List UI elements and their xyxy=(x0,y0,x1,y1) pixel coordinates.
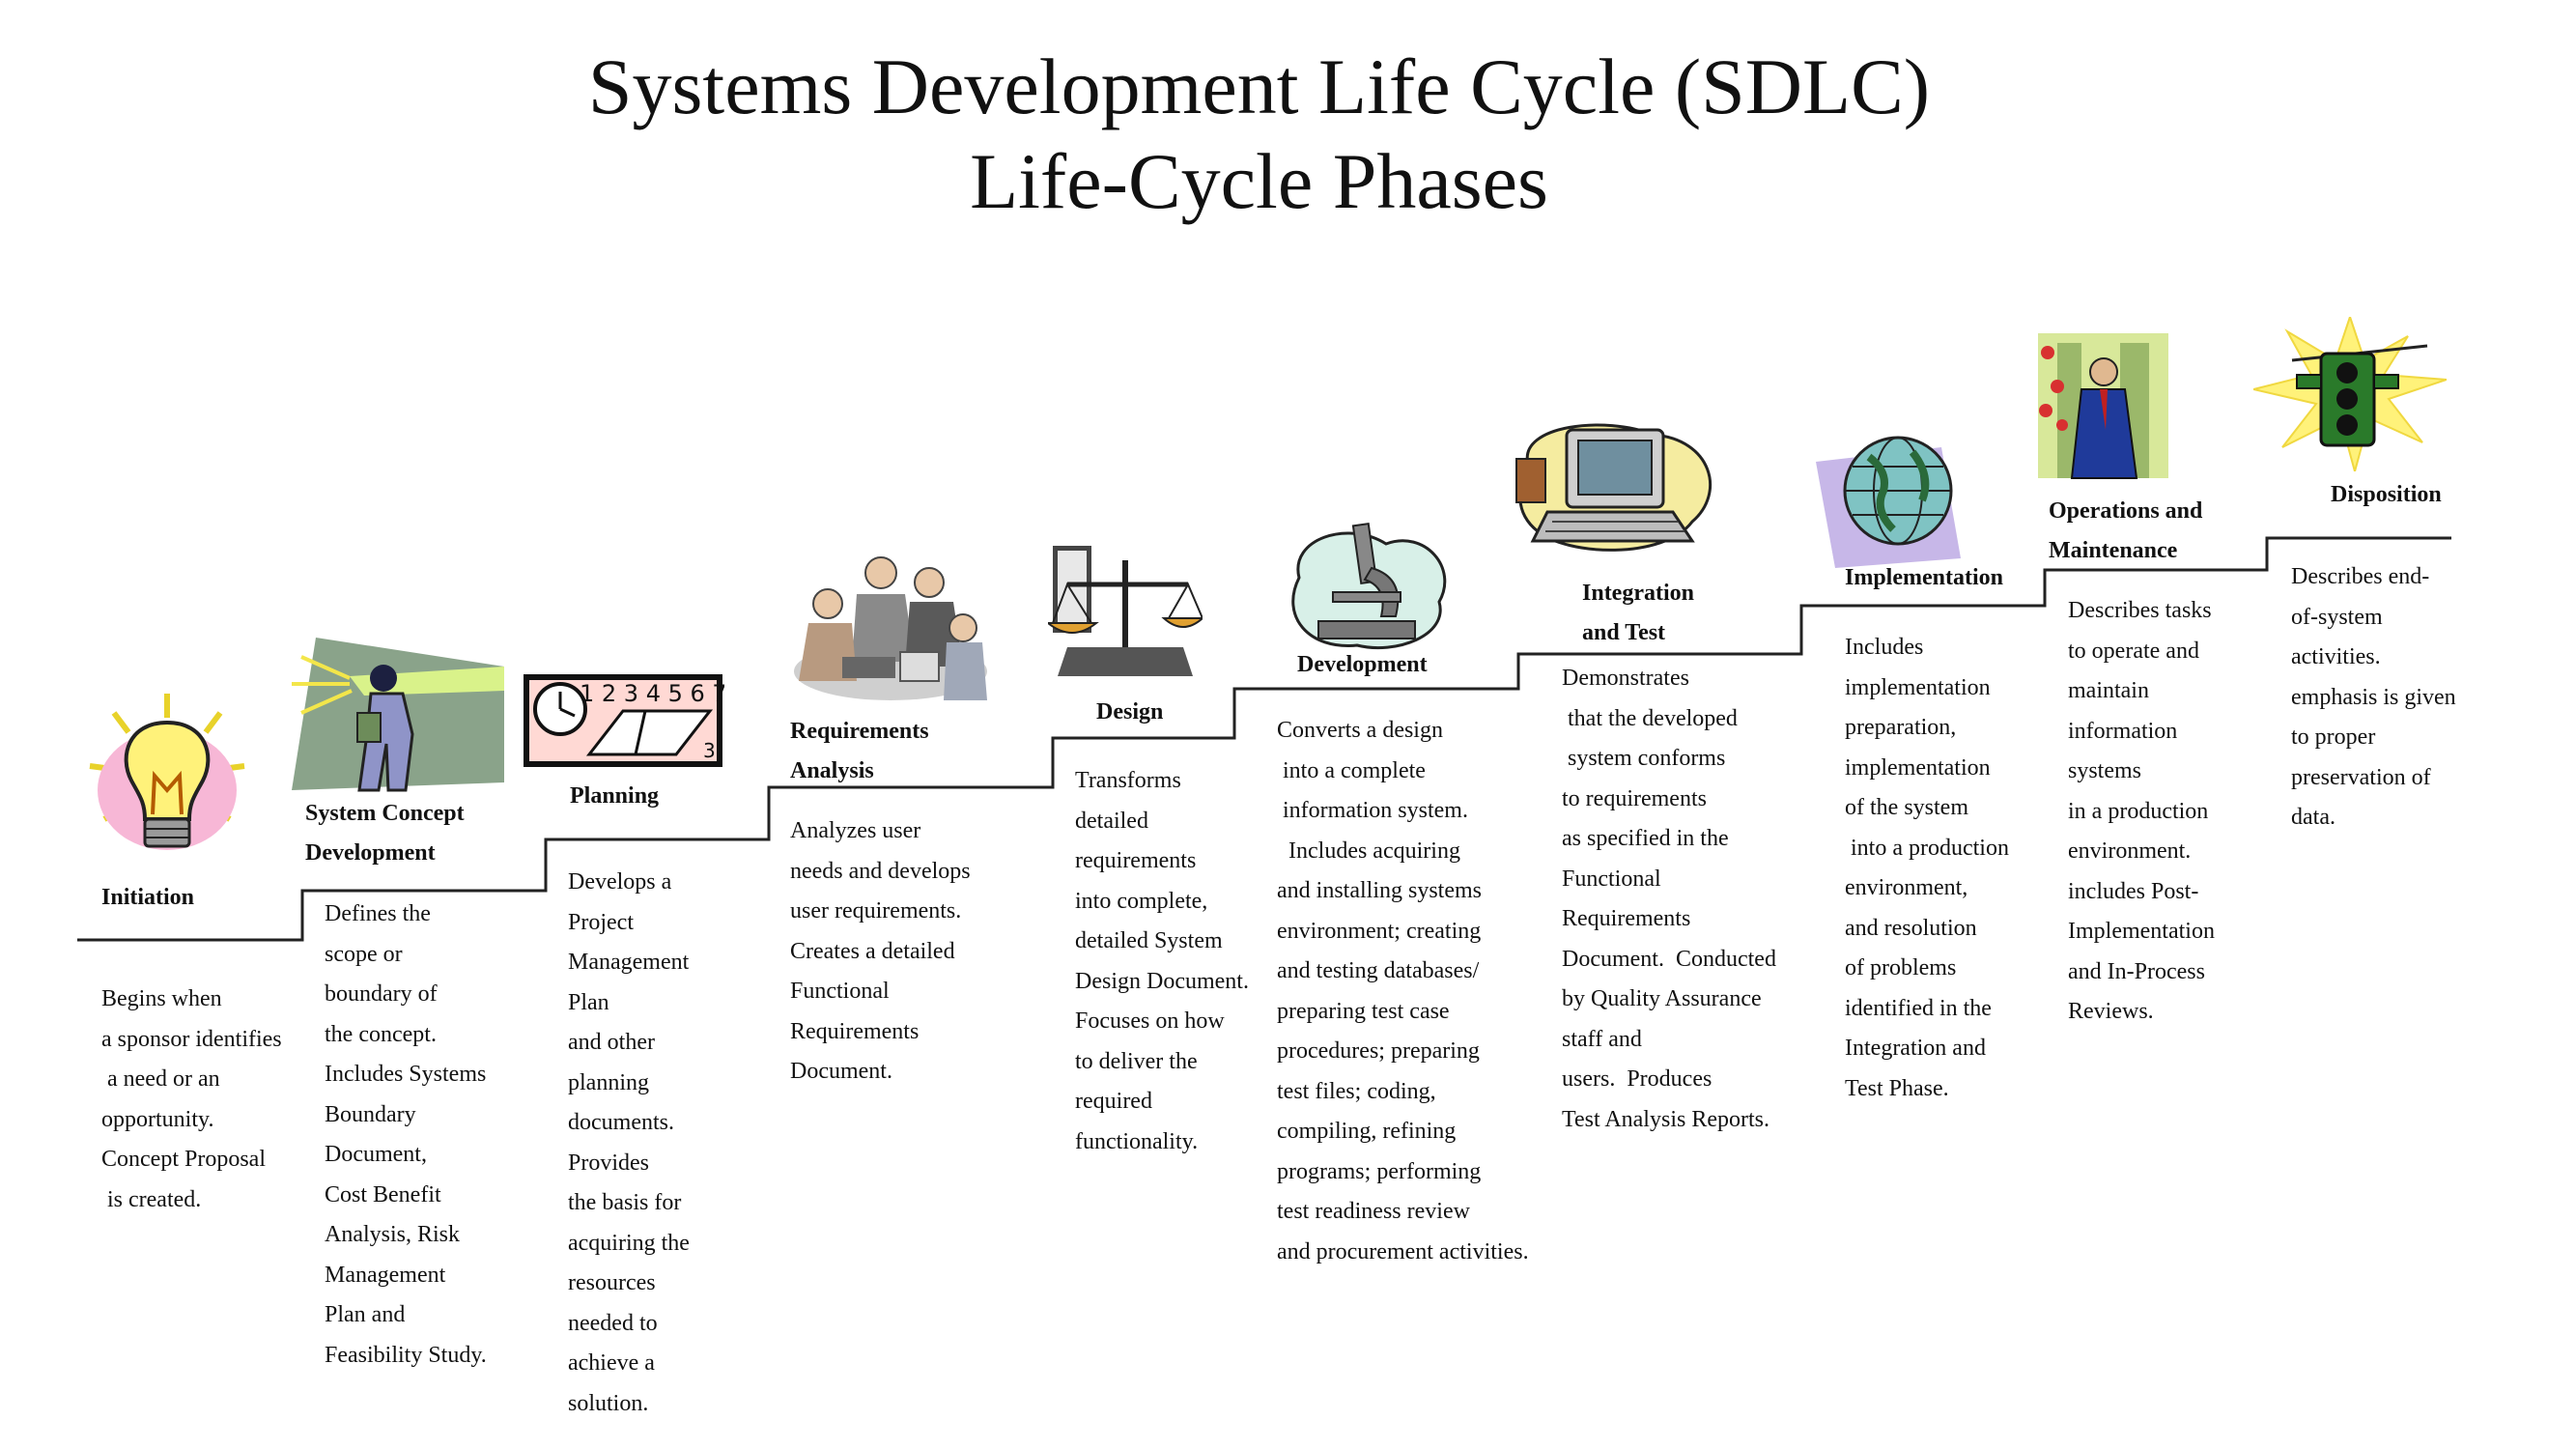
phase-description-planning: Develops a Project Management Plan and o… xyxy=(568,869,690,1416)
businessman-flowers-icon xyxy=(2038,333,2168,479)
phase-label-integration-and-test: Integration and Test xyxy=(1582,581,1694,645)
scales-icon xyxy=(1048,546,1203,676)
phase-label-disposition: Disposition xyxy=(2331,482,2442,507)
svg-text:1 2 3 4 5 6 7 8: 1 2 3 4 5 6 7 8 xyxy=(580,680,724,707)
svg-text:3: 3 xyxy=(703,739,716,762)
phase-description-requirements-analysis: Analyzes user needs and develops user re… xyxy=(790,818,971,1084)
phase-description-system-concept-development: Defines the scope or boundary of the con… xyxy=(325,901,487,1368)
phase-label-implementation: Implementation xyxy=(1845,565,2003,590)
phase-description-development: Converts a design into a complete inform… xyxy=(1277,718,1529,1264)
lightbulb-icon xyxy=(89,694,245,850)
phase-description-design: Transforms detailed requirements into co… xyxy=(1075,768,1249,1154)
phase-description-initiation: Begins when a sponsor identifies a need … xyxy=(101,986,282,1212)
phase-label-operations-and-maintenance: Operations and Maintenance xyxy=(2049,498,2203,563)
microscope-icon xyxy=(1291,523,1447,650)
phase-label-initiation: Initiation xyxy=(101,885,195,910)
phase-description-implementation: Includes implementation preparation, imp… xyxy=(1845,635,2009,1101)
clock-book-icon: 1 2 3 4 5 6 7 8 3 xyxy=(524,674,724,767)
phase-label-planning: Planning xyxy=(570,783,660,809)
traffic-light-icon xyxy=(2253,317,2447,471)
globe-icon xyxy=(1816,436,1961,568)
phase-description-disposition: Describes end- of-system activities. emp… xyxy=(2291,564,2456,830)
diagram-title-line2: Life-Cycle Phases xyxy=(970,137,1548,225)
phase-label-design: Design xyxy=(1096,699,1164,724)
phase-label-system-concept-development: System Concept Development xyxy=(305,801,465,866)
phase-description-operations-and-maintenance: Describes tasks to operate and maintain … xyxy=(2068,598,2215,1024)
phase-label-development: Development xyxy=(1297,652,1428,677)
person-spotlight-icon xyxy=(292,638,504,792)
team-meeting-icon xyxy=(794,556,987,700)
diagram-title-line1: Systems Development Life Cycle (SDLC) xyxy=(587,43,1931,130)
computer-icon xyxy=(1515,423,1712,552)
phase-description-integration-and-test: Demonstrates that the developed system c… xyxy=(1562,666,1776,1132)
phase-label-requirements-analysis: Requirements Analysis xyxy=(790,719,929,783)
